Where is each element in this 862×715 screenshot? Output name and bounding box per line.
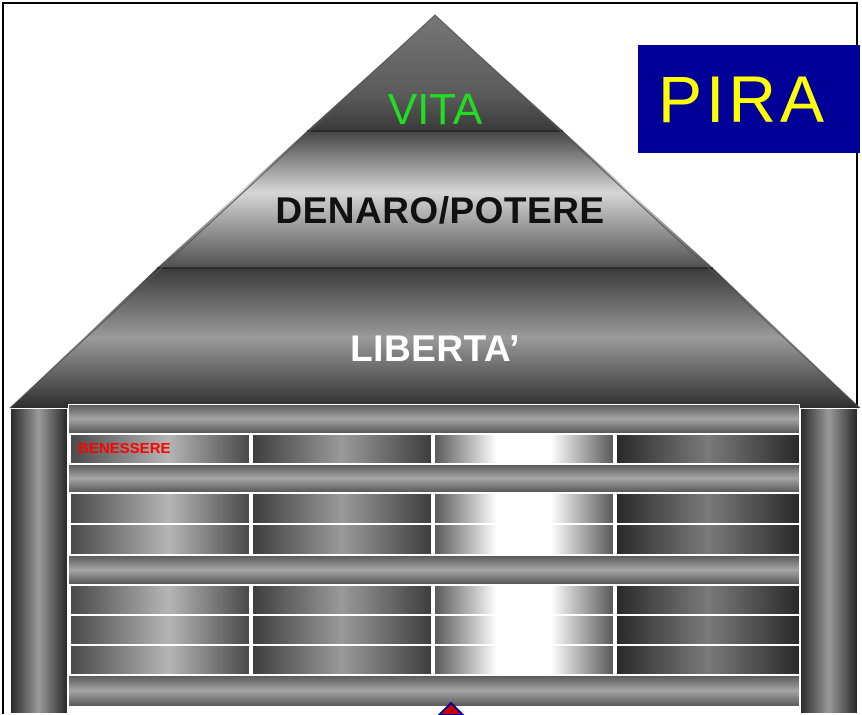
pyramid-level-bottom xyxy=(10,268,860,408)
base-cell xyxy=(616,615,800,645)
beam xyxy=(68,555,800,585)
base-cell xyxy=(70,585,250,615)
base-cell xyxy=(616,524,800,555)
base-cell xyxy=(616,645,800,675)
base-cell xyxy=(616,434,800,464)
base-cell xyxy=(252,493,432,524)
base-cell xyxy=(70,645,250,675)
base-cell xyxy=(434,645,614,675)
base-cell xyxy=(70,615,250,645)
base-cell xyxy=(252,645,432,675)
base-cell xyxy=(70,493,250,524)
base-cell xyxy=(616,585,800,615)
pyramid-level-middle xyxy=(157,131,713,268)
level-label-vita: VITA xyxy=(387,85,483,134)
level-label-liberta: LIBERTA’ xyxy=(350,328,520,369)
label-benessere: BENESSERE xyxy=(78,440,171,457)
right-column xyxy=(800,408,858,714)
base-cell xyxy=(434,585,614,615)
base-cell xyxy=(434,434,614,464)
base-cell xyxy=(616,493,800,524)
pyramid-level-top xyxy=(307,15,563,131)
roof-outline xyxy=(9,14,861,409)
base-cell-benessere xyxy=(70,434,250,464)
base-cell xyxy=(252,585,432,615)
left-column xyxy=(10,408,68,714)
base-cell xyxy=(434,493,614,524)
base-cell xyxy=(434,615,614,645)
base-cell xyxy=(252,524,432,555)
beam-bottom xyxy=(68,675,800,707)
level-label-denaro-potere: DENARO/POTERE xyxy=(275,190,605,231)
base-cell xyxy=(434,524,614,555)
triangle-marker-icon xyxy=(438,702,464,715)
beam-top xyxy=(68,404,800,434)
base-cell xyxy=(70,524,250,555)
title-box: PIRA xyxy=(638,45,860,153)
base-cell xyxy=(252,434,432,464)
base-cell xyxy=(252,615,432,645)
title-text: PIRA xyxy=(658,62,829,136)
beam xyxy=(68,464,800,493)
